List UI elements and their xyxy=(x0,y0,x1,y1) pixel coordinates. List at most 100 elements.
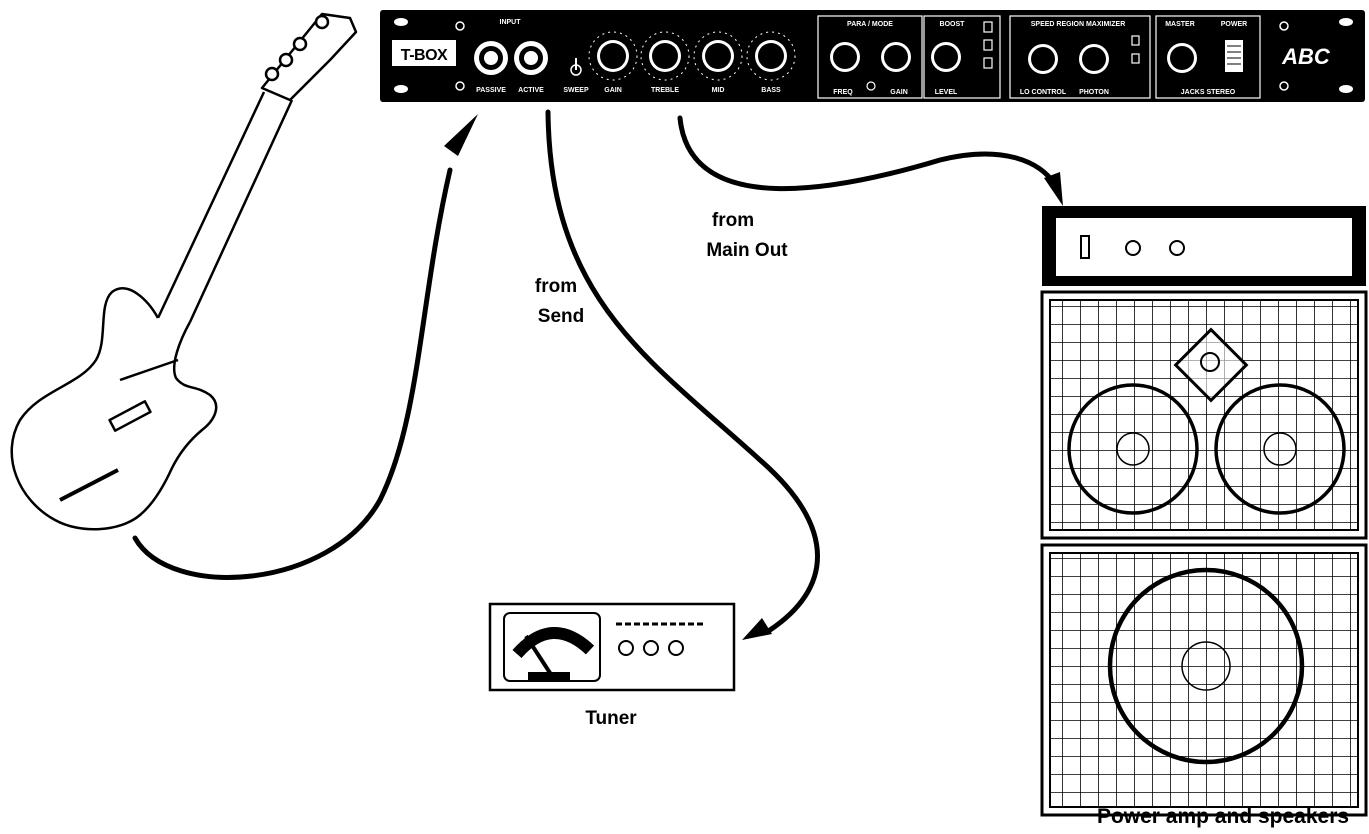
boost-section-frame xyxy=(923,15,1001,99)
cables xyxy=(132,109,1058,633)
horn-tweeter-icon xyxy=(1173,327,1249,403)
preamp-logo: T-BOX xyxy=(401,47,448,64)
arrow-into-amp xyxy=(1044,172,1063,206)
tuner xyxy=(488,602,736,692)
passive-label: PASSIVE xyxy=(476,87,506,94)
boost-label: BOOST xyxy=(940,21,966,28)
rack-hole xyxy=(394,85,408,93)
tuner-needle-base xyxy=(528,672,570,680)
cable-guitar-to-input xyxy=(132,167,453,580)
para-gain-label: GAIN xyxy=(890,89,908,96)
sweep-switch[interactable] xyxy=(570,58,582,76)
para-freq-label: FREQ xyxy=(833,89,853,96)
boost-level-knob[interactable] xyxy=(931,42,961,72)
boost-switch[interactable] xyxy=(983,57,993,69)
left-speaker-icon xyxy=(1067,383,1199,515)
guitar-pickup xyxy=(108,400,152,432)
maximizer-switch[interactable] xyxy=(1131,53,1140,64)
power-amp-stack xyxy=(1040,206,1368,817)
guitar-headstock xyxy=(260,12,358,102)
guitar-neck xyxy=(156,91,294,323)
brand-logo: ABC xyxy=(1281,44,1331,69)
tuner-label: Tuner xyxy=(585,708,637,729)
guitar-body xyxy=(10,287,218,531)
maximizer-label: SPEED REGION MAXIMIZER xyxy=(1031,21,1126,28)
gain-label: GAIN xyxy=(604,87,622,94)
master-knob[interactable] xyxy=(1167,43,1197,73)
jacks-label: JACKS STEREO xyxy=(1181,89,1236,96)
preamp-logo-box xyxy=(392,40,456,66)
bass-label: BASS xyxy=(761,87,781,94)
photon-knob[interactable] xyxy=(1079,44,1109,74)
cable-main-to-amp xyxy=(677,115,1058,192)
from-send-label-line2: Send xyxy=(538,306,584,327)
mid-knob[interactable] xyxy=(693,31,743,81)
lo-control-label: LO CONTROL xyxy=(1020,89,1067,96)
tuner-meter-arc xyxy=(512,627,595,659)
active-label: ACTIVE xyxy=(518,87,544,94)
sweep-label: SWEEP xyxy=(563,87,589,94)
speaker-cabinet-bottom xyxy=(1040,543,1368,817)
from-send-label-line1: from xyxy=(535,276,577,297)
master-label: MASTER xyxy=(1165,21,1195,28)
rack-hole xyxy=(1339,85,1353,93)
amp-power-switch xyxy=(1080,235,1090,259)
input-label: INPUT xyxy=(500,19,522,26)
boost-level-label: LEVEL xyxy=(935,89,958,96)
tuning-peg xyxy=(314,14,330,30)
boost-switch[interactable] xyxy=(983,39,993,51)
speaker-grille-top xyxy=(1049,299,1359,531)
tuner-needle xyxy=(524,634,554,678)
para-section-frame xyxy=(817,15,923,99)
tuning-peg xyxy=(292,36,308,52)
from-main-label-line1: from xyxy=(712,210,754,231)
maximizer-section-frame xyxy=(1009,15,1151,99)
amp-knob-icon xyxy=(1125,240,1141,256)
bass-guitar xyxy=(10,12,358,531)
power-switch[interactable] xyxy=(1225,40,1243,72)
lo-control-knob[interactable] xyxy=(1028,44,1058,74)
rack-hole xyxy=(1339,18,1353,26)
preamp-unit: T-BOX INPUT PASSIVE ACTIVE SWEEP xyxy=(380,10,1365,102)
screw-icon xyxy=(1279,81,1289,91)
tuning-peg xyxy=(264,66,280,82)
amp-head-panel xyxy=(1056,218,1352,276)
speaker-cabinet-top xyxy=(1040,290,1368,540)
cable-send-to-tuner xyxy=(545,109,820,633)
preamp-faceplate xyxy=(380,10,1365,102)
right-speaker-icon xyxy=(1214,383,1346,515)
screw-icon xyxy=(1279,21,1289,31)
tuner-button-icon xyxy=(668,640,684,656)
power-label: POWER xyxy=(1221,21,1247,28)
tuner-button-icon xyxy=(643,640,659,656)
bass-knob[interactable] xyxy=(746,31,796,81)
input-jack-active[interactable] xyxy=(514,41,548,75)
treble-label: TREBLE xyxy=(651,87,679,94)
para-freq-knob[interactable] xyxy=(830,42,860,72)
arrow-into-tuner xyxy=(742,618,772,640)
arrowheads xyxy=(444,114,1063,640)
guitar-pickguard xyxy=(119,358,179,382)
mode-led-icon xyxy=(866,81,876,91)
tuner-button-icon xyxy=(618,640,634,656)
boost-switch[interactable] xyxy=(983,21,993,33)
input-jack-passive[interactable] xyxy=(474,41,508,75)
rack-hole xyxy=(394,18,408,26)
amp-knob-icon xyxy=(1169,240,1185,256)
gain-knob[interactable] xyxy=(588,31,638,81)
photon-label: PHOTON xyxy=(1079,89,1109,96)
speaker-grille-bottom xyxy=(1049,552,1359,808)
screw-icon xyxy=(455,81,465,91)
tuning-peg xyxy=(278,52,294,68)
large-speaker-icon xyxy=(1107,567,1305,765)
treble-knob[interactable] xyxy=(640,31,690,81)
guitar-bridge xyxy=(59,468,119,502)
para-mode-label: PARA / MODE xyxy=(847,21,893,28)
para-gain-knob[interactable] xyxy=(881,42,911,72)
maximizer-switch[interactable] xyxy=(1131,35,1140,46)
screw-icon xyxy=(455,21,465,31)
tuner-meter-window xyxy=(503,612,601,682)
master-section-frame xyxy=(1155,15,1261,99)
mid-label: MID xyxy=(712,87,725,94)
